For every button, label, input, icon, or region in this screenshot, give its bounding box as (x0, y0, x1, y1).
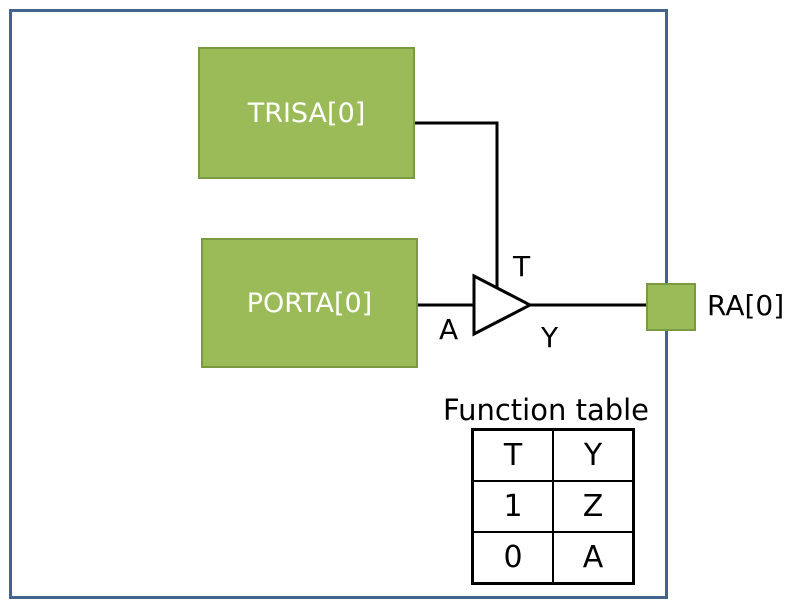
buffer-input-label: A (439, 313, 459, 346)
porta-label: PORTA[0] (246, 287, 373, 319)
table-cell: 1 (471, 480, 554, 533)
ra0-pin (646, 283, 696, 331)
trisa-to-enable-wire (415, 121, 499, 287)
trisa-register: TRISA[0] (198, 47, 415, 179)
header-cell-y: Y (552, 428, 635, 482)
function-table-header-row: T Y (471, 428, 635, 482)
function-table-row: 1 Z (471, 480, 635, 533)
buffer-output-label: Y (541, 321, 559, 354)
trisa-label: TRISA[0] (247, 97, 366, 129)
table-cell: 0 (471, 531, 554, 585)
function-table-row: 0 A (471, 531, 635, 585)
function-table: T Y 1 Z 0 A (471, 428, 635, 585)
pin-label: RA[0] (707, 289, 785, 322)
table-cell: A (552, 531, 635, 585)
header-cell-t: T (471, 428, 554, 482)
porta-register: PORTA[0] (201, 238, 418, 368)
tristate-buffer (472, 273, 534, 337)
buffer-enable-label: T (513, 250, 531, 283)
function-table-title: Function table (443, 393, 650, 427)
table-cell: Z (552, 480, 635, 533)
